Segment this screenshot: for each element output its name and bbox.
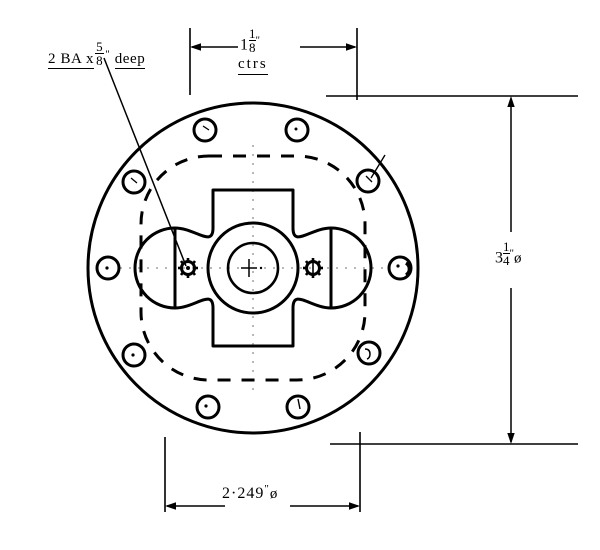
- tapped-hole-left-thread-ticks: [178, 258, 198, 278]
- dimension-top-fraction-denominator: 8: [249, 40, 256, 55]
- dimension-top-fraction-numerator: 1: [249, 26, 256, 41]
- centre-mark: [241, 259, 257, 277]
- dimension-right-inch-mark: ": [509, 247, 515, 260]
- dimension-right-arrow-top: [507, 96, 515, 107]
- dimension-top-whole: 1: [240, 36, 248, 54]
- dimension-bottom-inch-mark: ": [264, 483, 270, 495]
- dimension-right-fraction-denominator: 4: [503, 253, 510, 268]
- thread-note-prefix: 2 BA x: [48, 51, 95, 70]
- dimension-top-group: [189, 28, 358, 100]
- bolt-hole: [285, 394, 311, 420]
- bolt-hole: [356, 340, 382, 366]
- dimension-right-group: [326, 95, 578, 445]
- dimension-bottom-group: [164, 432, 361, 512]
- dimension-bottom-number: 2·249: [222, 485, 265, 503]
- dimension-bottom-diameter-symbol: ø: [269, 486, 279, 503]
- thread-note-fraction-denominator: 8: [96, 53, 104, 68]
- leader-line-bolt-hole: [370, 154, 386, 179]
- dimension-top-inch-mark: ": [255, 34, 261, 47]
- dimension-right-arrow-bottom: [507, 433, 515, 444]
- bolt-hole: [95, 255, 121, 281]
- hub-outer-circle: [206, 221, 300, 315]
- thread-note-fraction-numerator: 5: [95, 39, 105, 54]
- thread-note-inch-mark: ": [105, 48, 111, 61]
- bolt-hole: [192, 117, 218, 143]
- dimension-right-whole: 3: [495, 249, 503, 267]
- centre-mark-dot: [259, 266, 263, 270]
- tapped-hole-left: [178, 258, 198, 278]
- tapped-hole-right: [303, 258, 323, 278]
- tapped-hole-right-thread-ticks: [303, 258, 323, 278]
- bolt-hole: [284, 117, 310, 143]
- outer-plate-circle: [86, 101, 420, 435]
- dimension-right-fraction-numerator: 1: [503, 239, 510, 254]
- bolt-hole: [195, 394, 221, 420]
- leader-line-thread-note: [103, 57, 187, 267]
- hub-left-lobe: [133, 226, 176, 310]
- bolt-hole: [387, 255, 413, 281]
- bolt-hole: [121, 169, 147, 195]
- bolt-hole: [355, 168, 381, 194]
- bolt-hole: [121, 342, 147, 368]
- dimension-top-label: ctrs: [238, 56, 268, 75]
- dimension-top-arrow-right: [346, 43, 357, 51]
- tapped-hole-left-centre: [186, 266, 190, 270]
- hub-cross-outline: [173, 188, 333, 348]
- dimension-top-arrow-left: [190, 43, 201, 51]
- thread-note-suffix: deep: [114, 51, 146, 70]
- bolt-hole-group: [95, 117, 413, 420]
- hub-bore-circle: [226, 241, 280, 295]
- dimension-bottom-value: 2·249"ø: [222, 483, 278, 503]
- dimension-bottom-arrow-right: [349, 502, 360, 510]
- dimension-right-diameter-symbol: ø: [514, 250, 522, 267]
- dimension-bottom-arrow-left: [165, 502, 176, 510]
- hub-right-lobe: [330, 226, 373, 310]
